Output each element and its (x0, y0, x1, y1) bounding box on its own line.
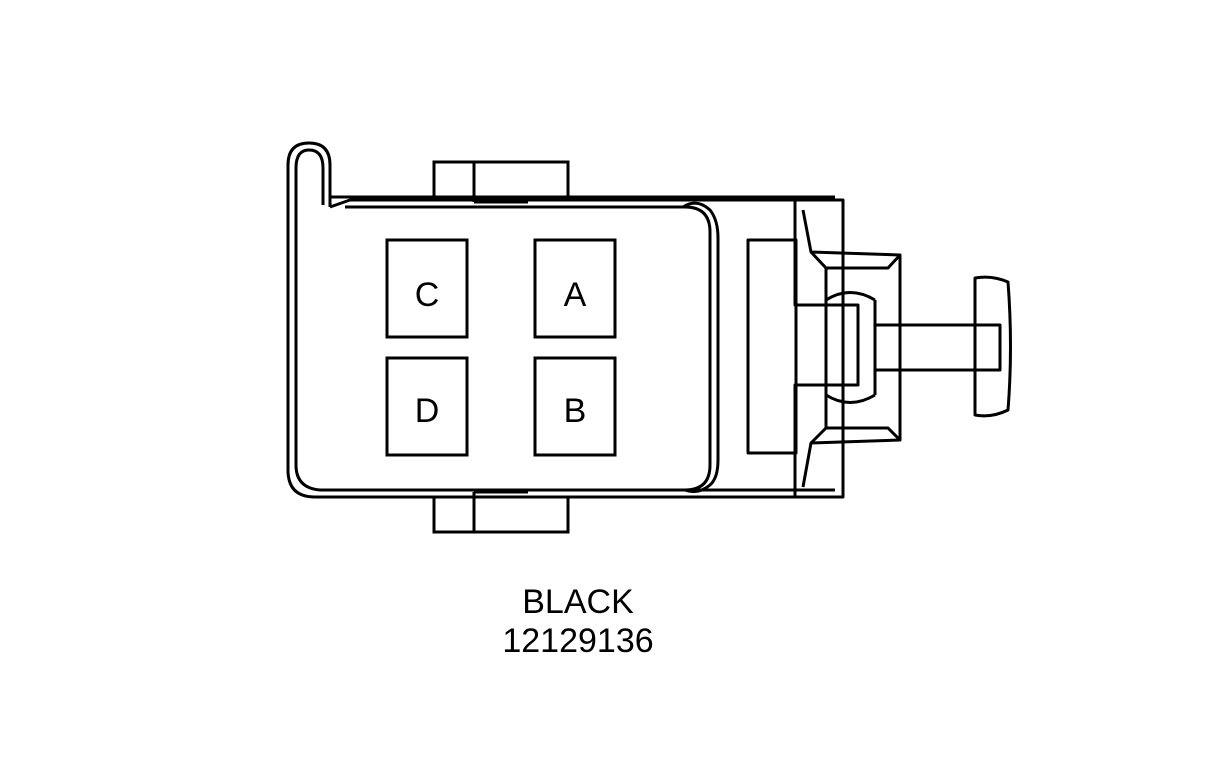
pin-label-a: A (564, 276, 587, 314)
locking-mechanism (746, 198, 1012, 499)
pin-cavity-d: D (385, 356, 469, 457)
connector-part-number: 12129136 (502, 622, 653, 660)
pin-label-c: C (415, 276, 440, 314)
top-latch-tab (432, 160, 570, 204)
connector-body (286, 141, 835, 499)
connector-color-label: BLACK (522, 583, 634, 621)
pin-grid: C A D B (385, 238, 617, 457)
pin-label-d: D (415, 392, 440, 430)
pin-cavity-c: C (385, 238, 469, 339)
pin-label-b: B (564, 392, 587, 430)
pin-cavity-b: B (533, 356, 617, 457)
bottom-latch-tab (432, 490, 570, 534)
pin-cavity-a: A (533, 238, 617, 339)
